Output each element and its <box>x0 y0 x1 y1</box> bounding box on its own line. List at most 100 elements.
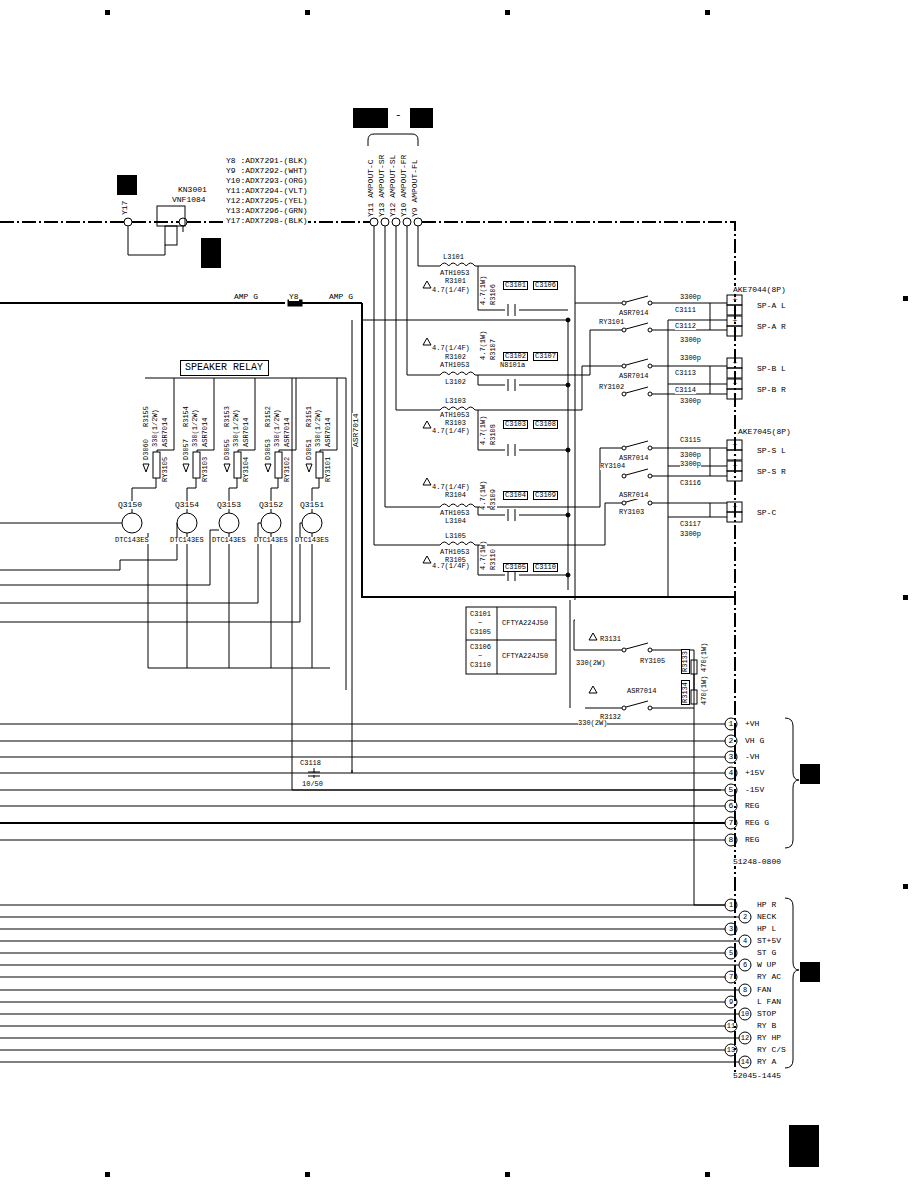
pin-number: 11 <box>727 1023 735 1030</box>
part-label: C3115 <box>680 437 701 444</box>
part-label: ASR7014 <box>619 373 648 380</box>
box-title: SPEAKER RELAY <box>185 363 264 373</box>
part-label: RY3101 <box>599 319 624 326</box>
part-label: ASR7014 <box>619 455 648 462</box>
part-label: C3114 <box>675 387 696 394</box>
part-label: RY3105 <box>640 658 665 665</box>
part-label: ASR7014 <box>325 418 332 447</box>
part-label: N8101a <box>500 362 525 369</box>
part-label: 330(1/2W) <box>233 409 240 447</box>
part-label: Y13:ADX7296-(GRN) <box>226 207 308 215</box>
part-label: Q3153 <box>217 501 241 509</box>
part-label: ~ <box>478 653 482 660</box>
part-label: 3300p <box>680 294 701 301</box>
pin-number: - <box>733 451 738 459</box>
part-label: RY B <box>757 1022 776 1030</box>
pin-number: + <box>733 359 738 367</box>
part-label: R3106 <box>490 284 497 305</box>
part-label: RY3104 <box>243 457 250 482</box>
part-label: C3118 <box>300 760 321 767</box>
part-label: -VH <box>745 753 759 761</box>
pin-number: 6 <box>729 802 734 810</box>
part-label: W UP <box>757 961 776 969</box>
part-label: 3300p <box>680 355 701 362</box>
part-label: 330(2W) <box>578 720 607 727</box>
part-label: 330(1/2W) <box>192 409 199 447</box>
part-label: SP-A R <box>757 323 786 331</box>
part-label: C3116 <box>680 480 701 487</box>
part-label: C3103 <box>503 420 528 429</box>
part-label: DTC143ES <box>212 537 246 544</box>
part-label: ASR7014 <box>243 418 250 447</box>
part-label: C3104 <box>503 491 528 500</box>
part-label: Q3154 <box>175 501 199 509</box>
part-label: VH G <box>745 737 764 745</box>
pin-number: 4 <box>743 938 747 945</box>
part-label: C3101 <box>503 281 528 290</box>
part-label: Q3152 <box>259 501 283 509</box>
part-label: - <box>395 110 402 121</box>
part-label: 4.7(1W) <box>480 331 487 360</box>
part-label: L FAN <box>757 998 781 1006</box>
part-label: R3102 <box>445 354 466 361</box>
part-label: 3300p <box>680 461 701 468</box>
part-label: R3133 <box>681 649 690 674</box>
part-label: D3055 <box>224 439 231 460</box>
pin-number: 13 <box>727 1047 735 1054</box>
part-label: RY C/S <box>757 1046 786 1054</box>
part-label: R3103 <box>445 420 466 427</box>
part-label: C3101 <box>470 611 491 618</box>
part-label: R3153 <box>224 406 231 427</box>
part-label: 330(2W) <box>576 660 605 667</box>
part-label: R3110 <box>490 549 497 570</box>
part-label: RY AC <box>757 973 781 981</box>
part-label: AKE7044(8P) <box>733 286 786 294</box>
part-label: RY A <box>757 1058 776 1066</box>
title-box: SPEAKER RELAY <box>180 360 269 376</box>
part-label: R3101 <box>445 278 466 285</box>
part-label: ASR7014 <box>619 310 648 317</box>
part-label: Y12:ADX7295-(YEL) <box>226 197 308 205</box>
pin-number: 2 <box>743 914 747 921</box>
part-label: C3110 <box>533 563 558 572</box>
part-label: AMP G <box>329 293 353 301</box>
part-label: 4.7(1/4F) <box>432 484 470 491</box>
part-label: ASR7014 <box>162 418 169 447</box>
part-label: SP-S R <box>757 468 786 476</box>
part-label: ASR7014 <box>202 418 209 447</box>
part-label: C3107 <box>533 352 558 361</box>
part-label: 3300p <box>680 398 701 405</box>
part-label: 51248-0800 <box>733 858 781 866</box>
part-label: C3109 <box>533 491 558 500</box>
part-label: DTC143ES <box>295 537 329 544</box>
part-label: Y12 AMPOUT-SL <box>389 155 397 217</box>
part-label: CFTYA224J50 <box>502 620 548 627</box>
part-label: Y10:ADX7293-(ORG) <box>226 177 308 185</box>
pin-number: + <box>733 317 738 325</box>
part-label: ASR7014 <box>627 688 656 695</box>
pin-number: - <box>733 369 738 377</box>
part-label: R3104 <box>445 492 466 499</box>
part-label: -15V <box>745 786 764 794</box>
part-label: C3111 <box>675 307 696 314</box>
pin-number: 8 <box>743 987 747 994</box>
pin-number: + <box>733 503 738 511</box>
part-label: SP-C <box>757 509 776 517</box>
part-label: Q3151 <box>300 501 324 509</box>
part-label: Y13 AMPOUT-SR <box>378 155 386 217</box>
part-label: L3104 <box>445 518 466 525</box>
pin-number: 8 <box>729 836 734 844</box>
part-label: ASR7014 <box>619 492 648 499</box>
part-label: REG <box>745 802 759 810</box>
part-label: 4.7(1W) <box>480 416 487 445</box>
part-label: ASR7014 <box>284 418 291 447</box>
part-label: DTC143ES <box>254 537 288 544</box>
pin-number: 9 <box>729 999 733 1006</box>
part-label: 4.7(1W) <box>480 276 487 305</box>
pin-number: + <box>733 441 738 449</box>
part-label: ST+5V <box>757 937 781 945</box>
part-label: ST G <box>757 949 776 957</box>
part-label: D3053 <box>265 439 272 460</box>
pin-number: 1 <box>729 902 733 909</box>
part-label: Y9 :ADX7292-(WHT) <box>226 167 308 175</box>
